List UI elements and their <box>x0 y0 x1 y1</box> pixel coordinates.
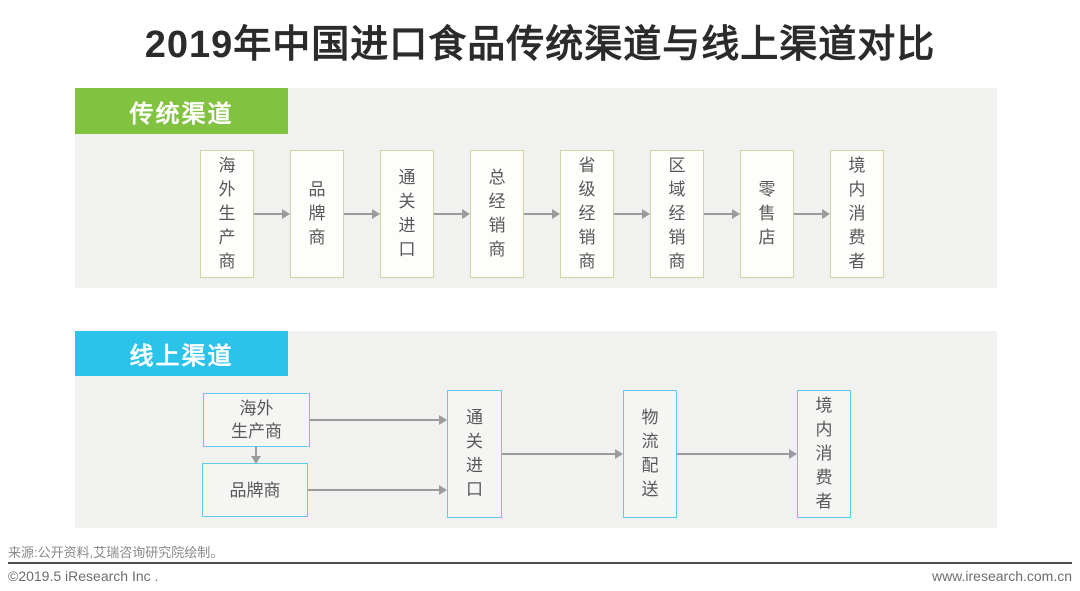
step-regional-distributor: 区域经销商 <box>650 150 704 278</box>
step-label: 省级经销商 <box>578 156 596 271</box>
flow-arrow-down-icon <box>251 447 261 464</box>
step-provincial-distributor: 省级经销商 <box>560 150 614 278</box>
step-label: 境内消费者 <box>848 156 866 271</box>
flow-arrow-icon <box>434 209 470 219</box>
flow-arrow-icon <box>308 485 447 495</box>
step-label: 总经销商 <box>488 168 506 259</box>
step-label: 零售店 <box>758 180 776 247</box>
step-label: 品牌商 <box>308 180 326 247</box>
step-label: 通关进口 <box>466 408 483 499</box>
step-customs-import: 通关进口 <box>447 390 502 518</box>
footer-divider <box>8 562 1072 564</box>
step-brand: 品牌商 <box>290 150 344 278</box>
step-domestic-consumer: 境内消费者 <box>830 150 884 278</box>
flow-arrow-icon <box>614 209 650 219</box>
step-overseas-producer: 海外生产商 <box>200 150 254 278</box>
flow-arrow-icon <box>254 209 290 219</box>
flow-arrow-icon <box>677 449 797 459</box>
source-note: 来源:公开资料,艾瑞咨询研究院绘制。 <box>8 545 224 560</box>
step-label: 物流配送 <box>641 408 659 499</box>
step-label: 品牌商 <box>229 480 281 500</box>
page-title: 2019年中国进口食品传统渠道与线上渠道对比 <box>144 24 936 66</box>
flow-arrow-icon <box>310 415 447 425</box>
step-label: 通关进口 <box>398 168 416 259</box>
traditional-channel-header: 传统渠道 <box>75 88 288 134</box>
online-channel-header: 线上渠道 <box>75 331 288 376</box>
website-text: www.iresearch.com.cn <box>931 568 1072 584</box>
step-domestic-consumer: 境内消费者 <box>797 390 851 518</box>
flow-arrow-icon <box>794 209 830 219</box>
step-brand: 品牌商 <box>202 463 308 517</box>
flow-arrow-icon <box>502 449 623 459</box>
flow-arrow-icon <box>344 209 380 219</box>
step-customs-import: 通关进口 <box>380 150 434 278</box>
traditional-channel-panel: 传统渠道 海外生产商 品牌商 通关进口 总经销商 省级经销商 区域经销商 零售店… <box>75 88 997 288</box>
step-label: 海外 生产商 <box>231 399 282 441</box>
step-retail-store: 零售店 <box>740 150 794 278</box>
step-logistics-delivery: 物流配送 <box>623 390 677 518</box>
step-overseas-producer: 海外 生产商 <box>203 393 310 447</box>
flow-arrow-icon <box>524 209 560 219</box>
step-general-distributor: 总经销商 <box>470 150 524 278</box>
copyright-text: ©2019.5 iResearch Inc . <box>8 568 159 584</box>
step-label: 境内消费者 <box>815 396 833 511</box>
step-label: 海外生产商 <box>218 156 236 271</box>
flow-arrow-icon <box>704 209 740 219</box>
step-label: 区域经销商 <box>668 156 686 271</box>
online-channel-panel: 线上渠道 海外 生产商 品牌商 通关进口 物流配送 境内消费者 <box>75 331 997 528</box>
